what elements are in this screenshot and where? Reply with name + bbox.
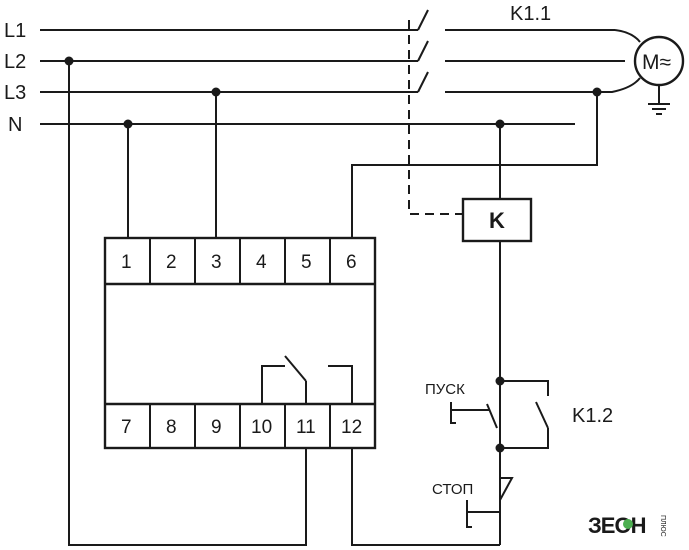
wire-t6: [351, 92, 598, 238]
coil-label: K: [489, 208, 505, 233]
contactor-main-label: K1.1: [510, 3, 551, 25]
start-contact: [486, 381, 501, 448]
motor-label: M≈: [642, 51, 671, 74]
terminal-10: 10: [251, 417, 272, 438]
start-button-label: ПУСК: [425, 381, 465, 398]
logo: ЗЕОН ПЛЮС: [588, 513, 666, 538]
pole-3: [417, 71, 429, 93]
stop-contact: [499, 448, 514, 530]
motor: M≈: [597, 29, 685, 115]
relay-contact-10: [261, 365, 285, 404]
pole-2: [417, 40, 429, 62]
pole-1: [417, 9, 429, 31]
relay-contact-switch: [284, 355, 307, 382]
k12-contact: [500, 380, 549, 449]
line-l3-label: L3: [4, 82, 26, 104]
logo-sub: ПЛЮС: [659, 515, 666, 537]
main-contactor-k11: K1.1: [417, 3, 625, 93]
stop-circuit: СТОП: [432, 448, 514, 530]
line-l1-label: L1: [4, 20, 26, 42]
terminal-11: 11: [296, 417, 316, 438]
stop-button-label: СТОП: [432, 481, 473, 498]
wire-t11: [68, 61, 307, 546]
terminal-9: 9: [211, 417, 222, 438]
coil-box: [461, 197, 533, 243]
relay-block: 1 2 3 4 5 6 7 8 9 10 11 12: [103, 236, 377, 450]
terminal-7: 7: [121, 417, 132, 438]
terminal-6: 6: [346, 252, 357, 273]
start-button-icon: [450, 402, 456, 424]
terminal-12: 12: [341, 417, 362, 438]
terminal-3: 3: [211, 252, 222, 273]
line-n-label: N: [8, 114, 22, 136]
mechanical-link: [408, 20, 463, 215]
contactor-aux-label: K1.2: [572, 405, 613, 427]
line-l2-label: L2: [4, 51, 26, 73]
terminal-4: 4: [256, 252, 267, 273]
wire-t12: [351, 448, 500, 546]
terminal-2: 2: [166, 252, 177, 273]
logo-dot-icon: [623, 519, 633, 529]
terminal-5: 5: [301, 252, 312, 273]
start-circuit: ПУСК K1.2: [425, 380, 613, 449]
relay-contact-12: [328, 365, 353, 404]
terminal-1: 1: [121, 252, 132, 273]
terminal-8: 8: [166, 417, 177, 438]
stop-button-icon: [466, 500, 472, 528]
supply-lines: L1 L2 L3 N: [4, 20, 575, 136]
logo-text: ЗЕОН: [588, 513, 646, 538]
